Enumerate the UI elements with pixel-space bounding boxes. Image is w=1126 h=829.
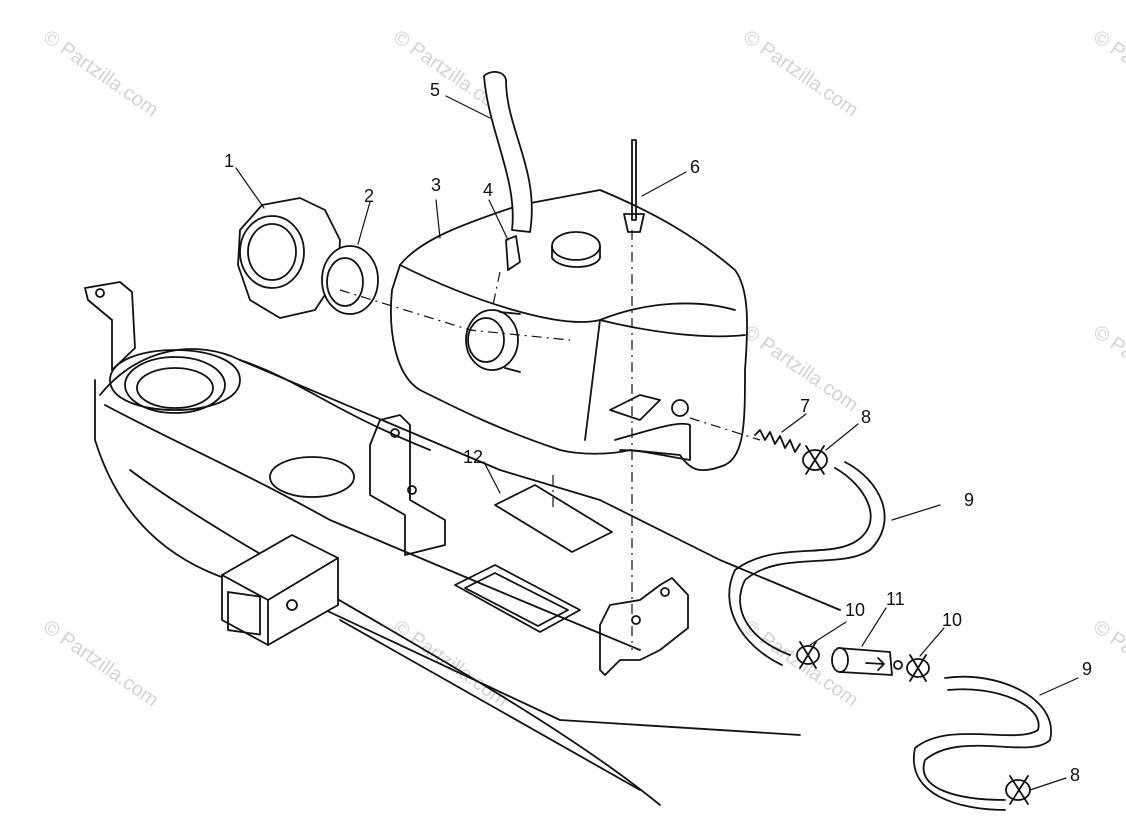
callout-labels: 1 2 3 4 5 6 7 8 8 9 9 10 10 11 12 <box>224 80 1092 785</box>
callout-12: 12 <box>463 447 483 467</box>
part-3-fuel-tank <box>390 189 749 472</box>
part-10-hose-clamp <box>796 641 820 669</box>
part-8-hose-clamp <box>802 445 828 475</box>
frame-assembly <box>84 281 841 806</box>
callout-6: 6 <box>690 157 700 177</box>
part-5-vent-hose <box>483 71 533 233</box>
watermark: © Partzilla.com <box>39 616 162 711</box>
part-9-fuel-hose <box>739 461 886 656</box>
part-6-strap <box>623 139 645 233</box>
callout-10: 10 <box>845 600 865 620</box>
part-4-vent-fitting <box>505 235 521 271</box>
watermark: © Partzilla.com <box>389 616 512 711</box>
part-12-pad <box>494 484 613 553</box>
callout-10: 10 <box>942 610 962 630</box>
callout-9: 9 <box>964 490 974 510</box>
callout-11: 11 <box>886 589 905 609</box>
callout-8: 8 <box>861 407 871 427</box>
callout-5: 5 <box>430 80 440 100</box>
part-2-gasket <box>321 245 379 315</box>
watermark: © Partzilla.com <box>39 26 162 121</box>
watermark: © Partzilla.com <box>1089 321 1126 416</box>
part-11-fuel-filter <box>831 647 903 676</box>
callout-4: 4 <box>483 180 493 200</box>
part-10-hose-clamp <box>906 654 930 682</box>
part-9-fuel-hose <box>912 688 1040 811</box>
part-1-fuel-cap <box>237 197 341 319</box>
callout-8: 8 <box>1070 765 1080 785</box>
callout-7: 7 <box>800 396 810 416</box>
watermark: © Partzilla.com <box>1089 616 1126 711</box>
callout-9: 9 <box>1082 659 1092 679</box>
callout-1: 1 <box>224 151 234 171</box>
watermark: © Partzilla.com <box>1089 26 1126 121</box>
part-9-fuel-hose <box>922 675 1052 801</box>
callout-2: 2 <box>364 186 374 206</box>
leader-lines <box>235 95 1079 791</box>
part-8-hose-clamp <box>1005 775 1031 805</box>
part-9-fuel-hose <box>728 467 872 666</box>
watermark: © Partzilla.com <box>739 26 862 121</box>
callout-3: 3 <box>431 175 441 195</box>
part-7-spring <box>754 429 801 453</box>
